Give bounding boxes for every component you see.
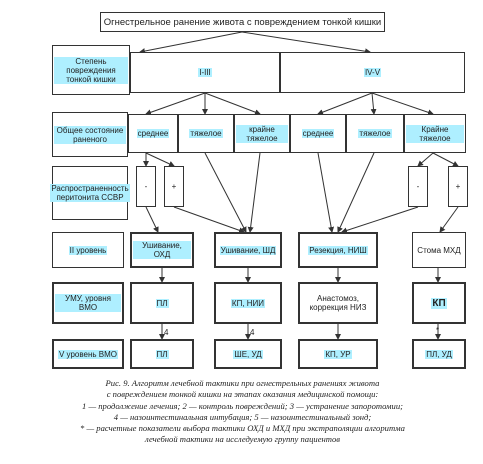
row5-6-number: 4: [164, 328, 169, 337]
row5-item-text: Анастомоз, коррекция НИЗ: [309, 294, 367, 312]
row1-col2-text: IV-V: [363, 68, 382, 77]
row1-label-text: Степень повреждения тонкой кишки: [54, 56, 128, 84]
row3-minus-text: -: [144, 182, 148, 191]
row3-plus-text: +: [455, 182, 461, 191]
row2-item: тяжелое: [178, 114, 234, 153]
row6-item: ПЛ: [130, 339, 194, 369]
row5-item: КП, НИИ: [214, 282, 282, 324]
caption-line: 1 — продолжение лечения; 2 — контроль по…: [82, 400, 403, 411]
caption-line: 4 — назоинтестинальная интубация; 5 — на…: [113, 411, 372, 422]
row3-plus-left: +: [164, 166, 184, 207]
row2-item: тяжелое: [346, 114, 404, 153]
row6-label: V уровень ВМО: [52, 339, 124, 369]
row4-item-text: Стома МХД: [417, 245, 461, 255]
row1-label: Степень повреждения тонкой кишки: [52, 45, 130, 95]
row4-label: II уровень: [52, 232, 124, 268]
row5-label: УМУ, уровня ВМО: [52, 282, 124, 324]
row3-minus-left: -: [136, 166, 156, 207]
row2-item-text: среднее: [136, 129, 170, 138]
row2-item-text: среднее: [301, 129, 335, 138]
row2-item: среднее: [290, 114, 346, 153]
diagram-title-text: Огнестрельное ранение живота с поврежден…: [103, 16, 382, 28]
row6-label-text: V уровень ВМО: [57, 349, 118, 359]
row3-plus-right: +: [448, 166, 468, 207]
row5-label-text: УМУ, уровня ВМО: [55, 294, 121, 312]
row6-item-text: КП, УР: [324, 349, 352, 359]
row2-item-text: тяжелое: [358, 129, 392, 138]
row2-label-text: Общее состояние раненого: [54, 125, 126, 144]
row4-item-text: Ушивание, ШД: [219, 245, 277, 255]
row6-item-text: ПЛ: [155, 349, 169, 359]
row2-item-text: крайне тяжелое: [236, 124, 288, 143]
figure-caption: Рис. 9. Алгоритм лечебной тактики при ог…: [20, 378, 465, 446]
row4-item: Ушивание, ШД: [214, 232, 282, 268]
row4-item: Резекция, НИШ: [298, 232, 378, 268]
row3-plus-text: +: [171, 182, 177, 191]
row4-item: Стома МХД: [412, 232, 466, 268]
row4-item-text: Ушивание, ОХД: [133, 241, 191, 259]
row6-item: ПЛ, УД: [412, 339, 466, 369]
row3-minus-text: -: [416, 182, 420, 191]
row5-6-number: *: [436, 326, 440, 335]
row4-item-text: Резекция, НИШ: [308, 245, 368, 255]
row2-item: крайне тяжелое: [234, 114, 290, 153]
row5-item: ПЛ: [130, 282, 194, 324]
row5-item-text: ПЛ: [155, 298, 169, 308]
row5-6-number: 4: [250, 328, 255, 337]
row5-item-text: КП: [431, 297, 447, 309]
diagram-title: Огнестрельное ранение живота с поврежден…: [100, 12, 385, 32]
row2-item: Крайне тяжелое: [404, 114, 466, 153]
row2-item-text: Крайне тяжелое: [406, 124, 464, 143]
row4-item: Ушивание, ОХД: [130, 232, 194, 268]
caption-line: с повреждением тонкой кишки на этапах ок…: [106, 389, 379, 400]
row1-col1-text: I-III: [198, 68, 212, 77]
row2-label: Общее состояние раненого: [52, 112, 128, 157]
row6-item: КП, УР: [298, 339, 378, 369]
row2-item-text: тяжелое: [189, 129, 223, 138]
row5-item: КП: [412, 282, 466, 324]
caption-line: Рис. 9. Алгоритм лечебной тактики при ог…: [105, 378, 380, 388]
row5-item: Анастомоз, коррекция НИЗ: [298, 282, 378, 324]
row6-item: ШЕ, УД: [214, 339, 282, 369]
row3-label: Распространенность перитонита ССВР: [50, 166, 130, 220]
row1-col1: I-III: [130, 52, 280, 93]
row6-item-text: ПЛ, УД: [425, 349, 453, 359]
caption-line: лечебной тактики на исследуемую группу п…: [144, 434, 341, 445]
row3-label-text: Распространенность перитонита ССВР: [50, 184, 130, 202]
row2-item: среднее: [128, 114, 178, 153]
caption-line: * — расчетные показатели выбора тактики …: [80, 423, 405, 434]
row5-item-text: КП, НИИ: [230, 298, 266, 308]
row3-minus-right: -: [408, 166, 428, 207]
row6-item-text: ШЕ, УД: [233, 349, 263, 359]
row4-label-text: II уровень: [68, 245, 108, 255]
row1-col2: IV-V: [280, 52, 465, 93]
